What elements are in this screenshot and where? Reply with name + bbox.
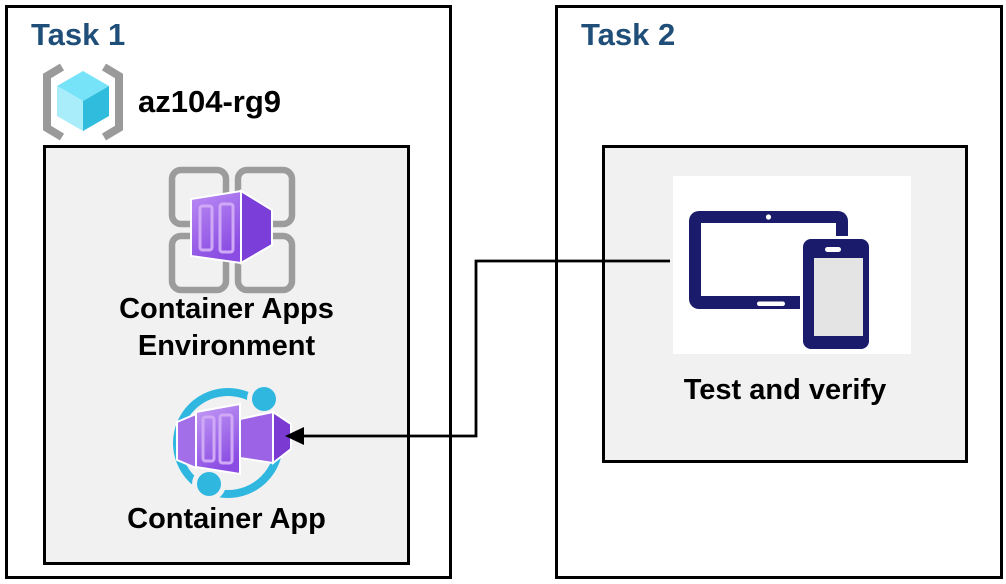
right-bracket-shape xyxy=(101,63,123,141)
app-container-shape xyxy=(176,402,292,476)
container-apps-environment-icon xyxy=(168,166,296,294)
phone-shape xyxy=(800,236,872,352)
task1-panel: Task 1 az104-rg9 xyxy=(5,5,452,579)
task2-panel: Task 2 xyxy=(555,5,1003,579)
container-box-shape xyxy=(190,189,273,265)
task2-verify-panel: Test and verify xyxy=(602,145,968,463)
resource-group-icon xyxy=(43,63,123,141)
left-bracket-shape xyxy=(43,63,65,141)
resource-group-name: az104-rg9 xyxy=(138,84,282,119)
task2-title: Task 2 xyxy=(581,17,676,52)
container-app-label: Container App xyxy=(127,503,326,535)
task1-title: Task 1 xyxy=(31,17,126,52)
task1-resources-panel: Container Apps Environment xyxy=(43,145,410,565)
replica-dot-top xyxy=(252,387,276,411)
test-and-verify-label: Test and verify xyxy=(683,374,887,406)
resource-group-row: az104-rg9 xyxy=(36,61,281,143)
replica-dot-bottom xyxy=(197,472,221,496)
cube-right-face xyxy=(83,86,109,131)
container-app-icon xyxy=(173,386,292,501)
environment-label: Container Apps Environment xyxy=(119,293,334,362)
devices-icon-backdrop xyxy=(673,176,911,354)
cube-left-face xyxy=(57,86,83,131)
devices-icon xyxy=(689,211,872,352)
